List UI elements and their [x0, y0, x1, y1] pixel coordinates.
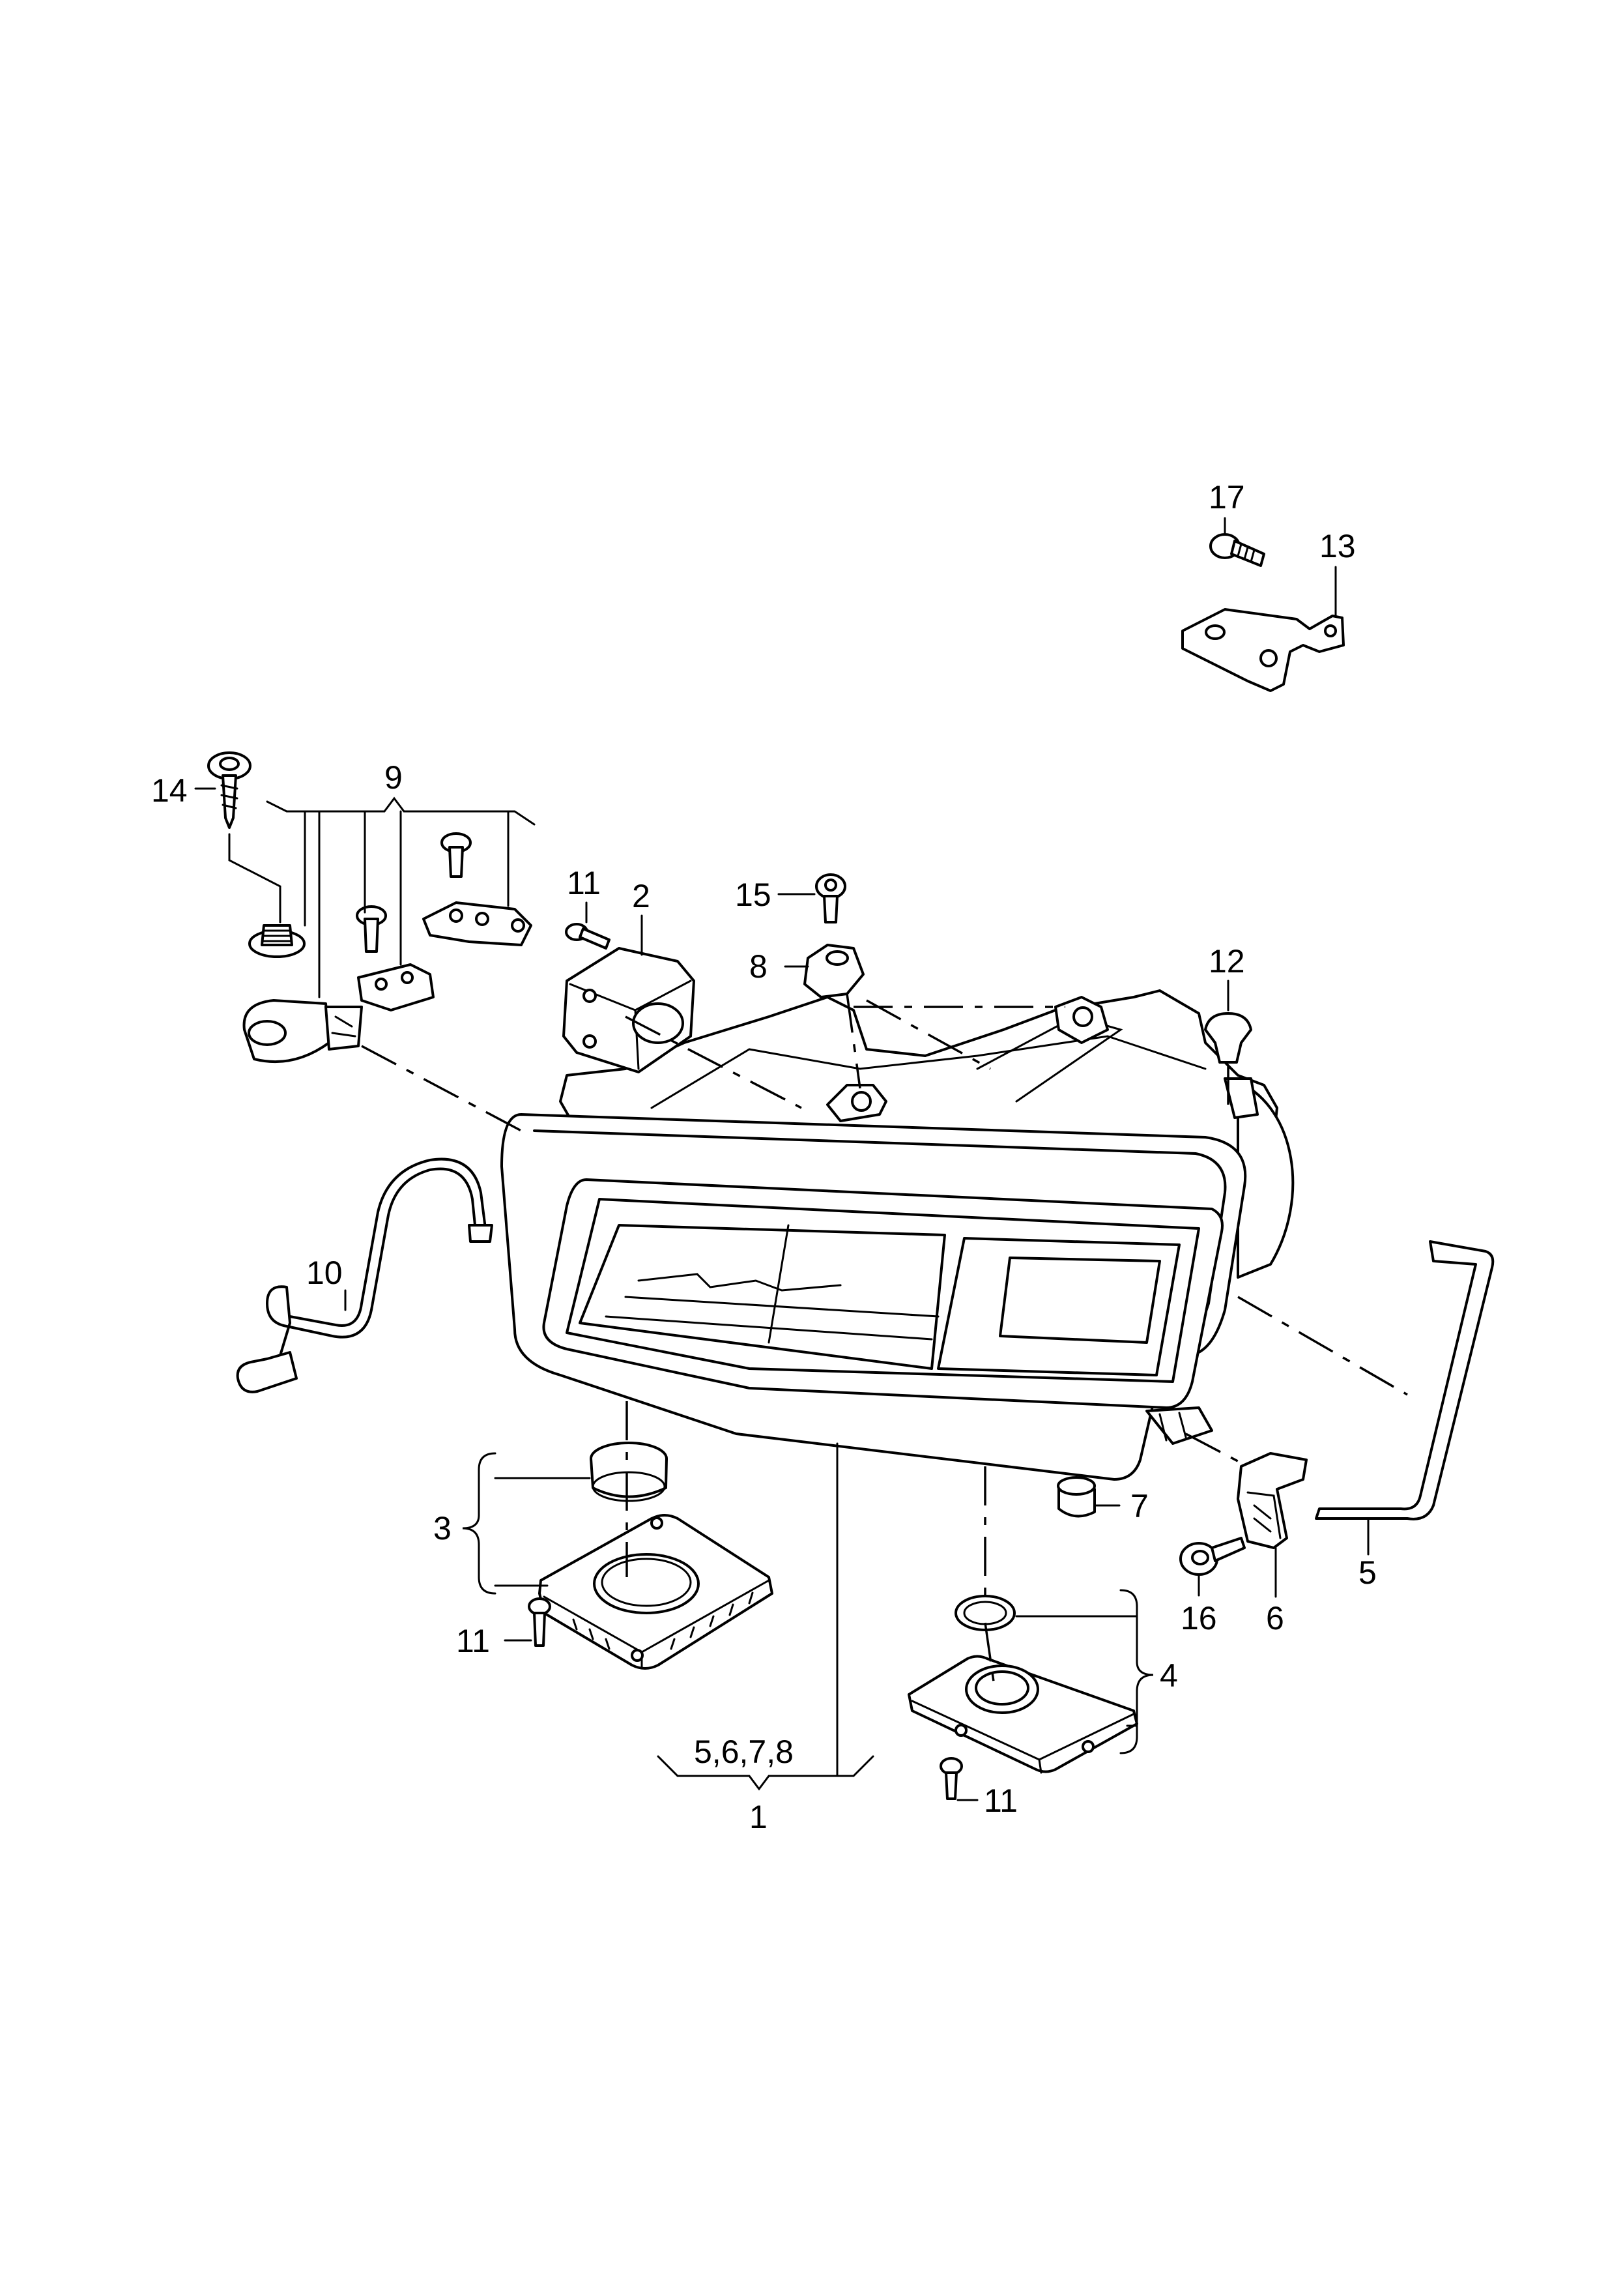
mounting-tab-side: [1224, 1077, 1259, 1119]
callout-7: 7: [1130, 1488, 1149, 1524]
adjuster-part-9b: [356, 905, 435, 1011]
callout-8: 8: [749, 948, 768, 985]
callout-16: 16: [1181, 1600, 1217, 1636]
screw-17: [1209, 533, 1265, 567]
callout-14: 14: [151, 772, 188, 809]
wiring-harness-10: [236, 1157, 493, 1393]
callout-4: 4: [1160, 1657, 1178, 1694]
callout-11a: 11: [567, 865, 601, 901]
clip-8: [803, 944, 865, 998]
dashed-lines: [361, 993, 1408, 1682]
grommet-7: [1057, 1476, 1096, 1518]
screw-11a: [565, 923, 610, 950]
leader-lines: [194, 517, 1370, 1801]
callout-11b: 11: [456, 1623, 490, 1659]
callout-labels: 17 13 9 14 11 2 15 8 12 10 7 3 5 16 6 11…: [151, 479, 1377, 1835]
adjuster-part-9c: [422, 832, 532, 946]
bracket-6: [1237, 1452, 1308, 1549]
callout-1: 1: [749, 1799, 768, 1835]
screw-15: [815, 873, 846, 923]
callout-10: 10: [306, 1255, 343, 1291]
mounting-tab-top-left: [826, 1084, 887, 1122]
screw-11b: [528, 1597, 551, 1647]
headlight-housing: [500, 989, 1295, 1481]
callout-5: 5: [1358, 1554, 1377, 1591]
bracket-13: [1181, 608, 1345, 692]
screw-16: [1179, 1537, 1246, 1576]
callout-3: 3: [433, 1510, 452, 1547]
callout-11c: 11: [984, 1782, 1018, 1819]
callout-9: 9: [384, 759, 403, 796]
adjuster-part-9a: [242, 924, 363, 1064]
callout-13: 13: [1319, 528, 1356, 564]
mounting-tab-top-right: [1054, 996, 1109, 1044]
callout-2: 2: [632, 878, 650, 914]
trim-strip-5: [1315, 1240, 1495, 1520]
ballast-2: [562, 947, 695, 1073]
screw-11c: [940, 1757, 963, 1800]
module-4: [908, 1595, 1138, 1774]
callout-5678: 5,6,7,8: [694, 1734, 794, 1770]
plug-12: [1204, 1012, 1252, 1064]
screw-14: [207, 751, 251, 829]
callout-15: 15: [735, 877, 771, 913]
callout-17: 17: [1209, 479, 1245, 516]
callout-6: 6: [1266, 1600, 1284, 1636]
module-3: [538, 1442, 773, 1670]
callout-12: 12: [1209, 943, 1245, 980]
